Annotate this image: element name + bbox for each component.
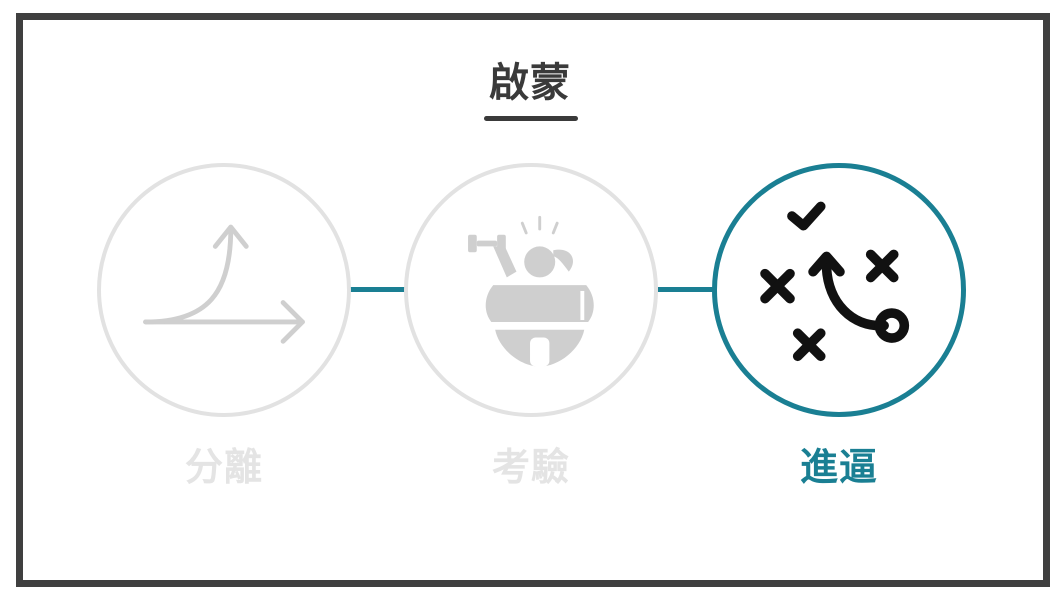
strategy-play-icon xyxy=(760,201,910,362)
weightlifter-icon xyxy=(468,215,594,367)
stage-circle-trial xyxy=(404,163,658,417)
diagram-title: 啟蒙 xyxy=(489,60,571,106)
stage-circle-separation xyxy=(97,163,351,417)
split-arrow-icon xyxy=(143,224,305,344)
connector-line-1 xyxy=(349,287,405,292)
stage-label-trial: 考驗 xyxy=(491,445,570,489)
connector-line-2 xyxy=(658,287,714,292)
stage-label-separation: 分離 xyxy=(184,445,263,489)
title-underline xyxy=(484,116,578,121)
stage-label-advance: 進逼 xyxy=(799,445,878,489)
stage-circle-advance xyxy=(712,163,966,417)
